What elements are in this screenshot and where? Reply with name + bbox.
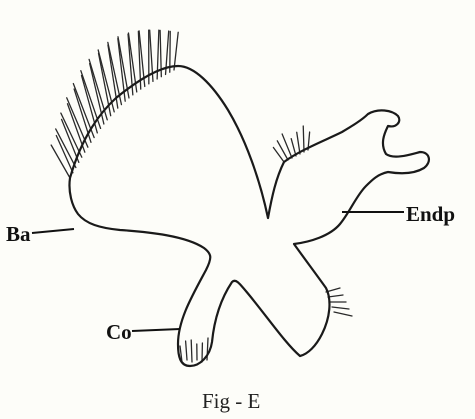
seta-hair bbox=[334, 312, 352, 316]
seta-hair bbox=[328, 295, 343, 297]
label-co: Co bbox=[106, 320, 132, 344]
seta-hair bbox=[282, 134, 292, 158]
ba-leader-line bbox=[32, 229, 74, 233]
label-ba: Ba bbox=[6, 222, 31, 246]
seta-hair bbox=[332, 307, 349, 309]
seta-hair bbox=[174, 32, 178, 70]
co-leader-line bbox=[132, 329, 180, 331]
label-endp: Endp bbox=[406, 202, 455, 226]
seta-hair bbox=[186, 341, 187, 360]
seta-hair bbox=[191, 340, 192, 362]
seta-hair bbox=[291, 139, 296, 156]
seta-hair bbox=[303, 126, 304, 152]
figure-caption: Fig - E bbox=[202, 389, 260, 413]
basal-setae bbox=[51, 30, 178, 178]
seta-hair bbox=[297, 132, 300, 154]
